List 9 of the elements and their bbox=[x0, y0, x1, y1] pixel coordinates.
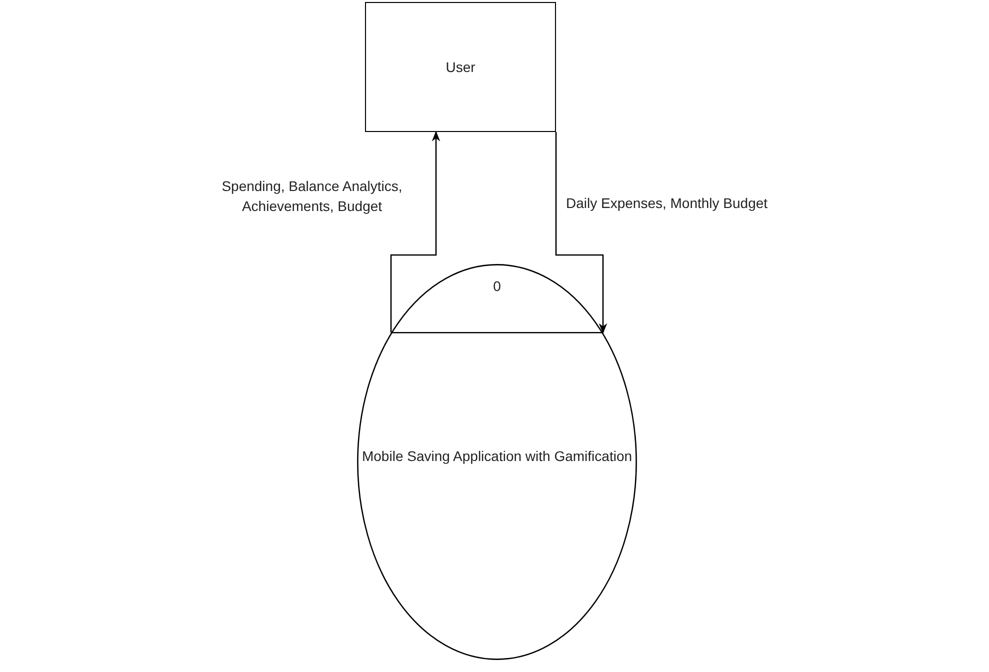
entity-label: User bbox=[446, 58, 476, 76]
arrow bbox=[555, 132, 608, 334]
edge-label: Spending, Balance Analytics, Achievements, Budget bbox=[220, 177, 404, 216]
entity-box bbox=[365, 2, 556, 132]
process-label: Mobile Saving Application with Gamification bbox=[360, 447, 634, 466]
edge-label: Daily Expenses, Monthly Budget bbox=[566, 194, 769, 213]
process-number: 0 bbox=[493, 277, 501, 296]
process-circle bbox=[357, 264, 637, 660]
arrow bbox=[390, 130, 440, 333]
